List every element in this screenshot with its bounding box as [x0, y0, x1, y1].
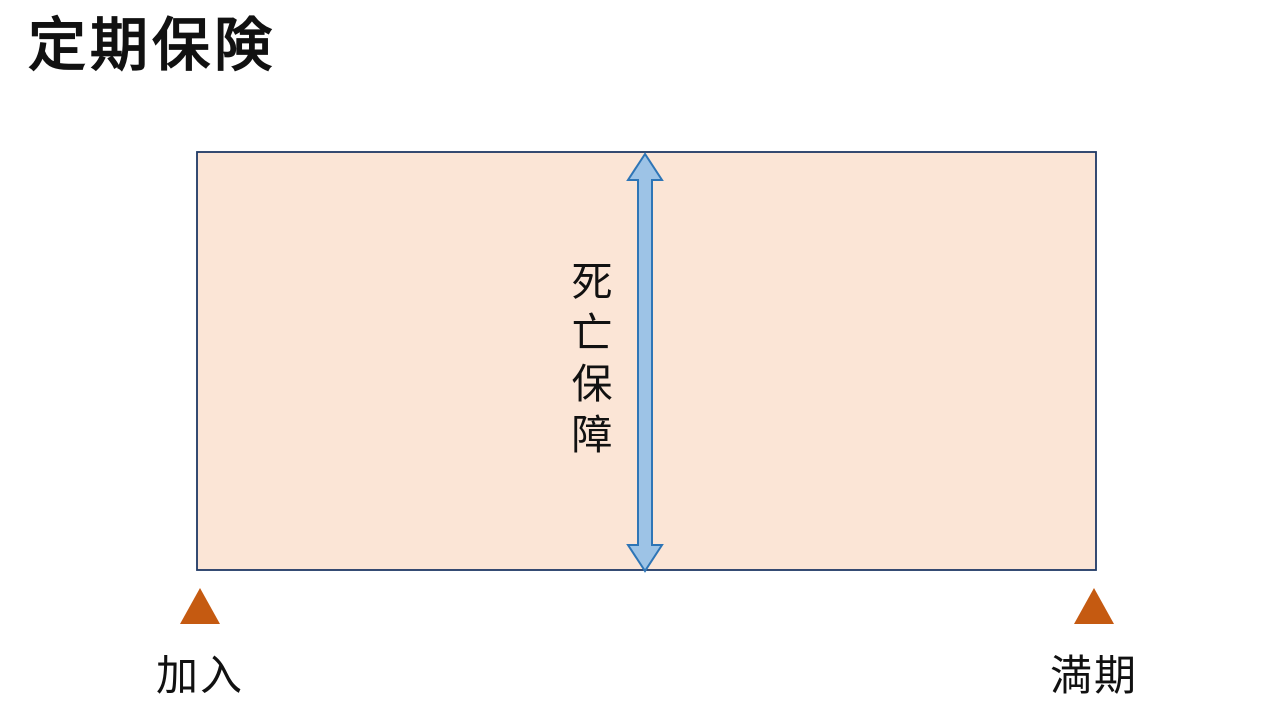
end-marker-triangle-icon [1074, 588, 1114, 624]
coverage-label: 死亡保障 [565, 260, 611, 464]
start-label: 加入 [155, 652, 244, 699]
double-arrow-icon [626, 152, 664, 573]
page-title: 定期保険 [28, 13, 277, 78]
start-marker-triangle-icon [180, 588, 220, 624]
end-label: 満期 [1049, 652, 1138, 699]
